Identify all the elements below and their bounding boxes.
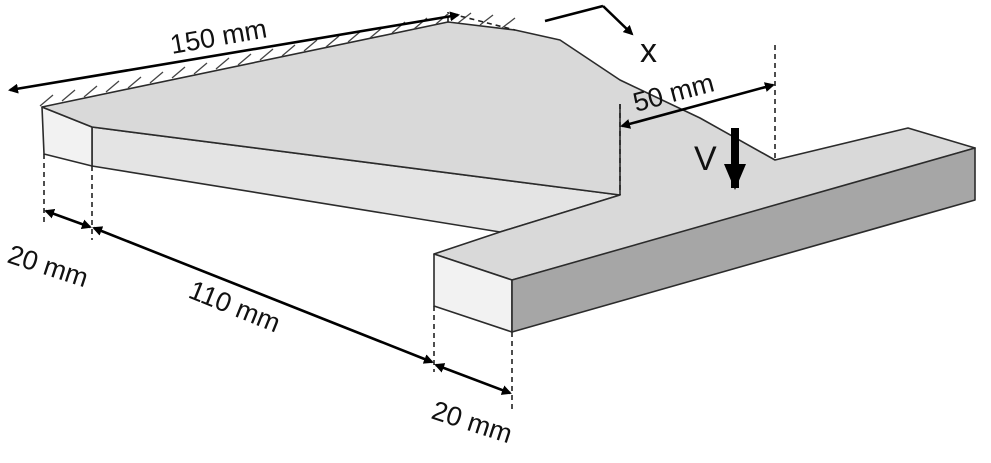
x-axis-arrow [544, 4, 604, 23]
label-x: x [640, 32, 657, 70]
label-20-bar: 20 mm [428, 395, 516, 449]
extension-lines [43, 12, 776, 412]
label-v: V [694, 140, 717, 178]
dim-arrow-50 [620, 82, 775, 129]
bar-front-face [511, 147, 976, 333]
dim-arrow-150 [8, 11, 460, 94]
dim-arrow-20-bar [434, 363, 512, 395]
label-150: 150 mm [168, 13, 269, 59]
x-axis-arrow-head [602, 5, 634, 36]
dim-arrow-110 [92, 226, 434, 364]
label-20-left: 20 mm [4, 239, 92, 293]
dim-arrow-20-left [44, 209, 92, 229]
